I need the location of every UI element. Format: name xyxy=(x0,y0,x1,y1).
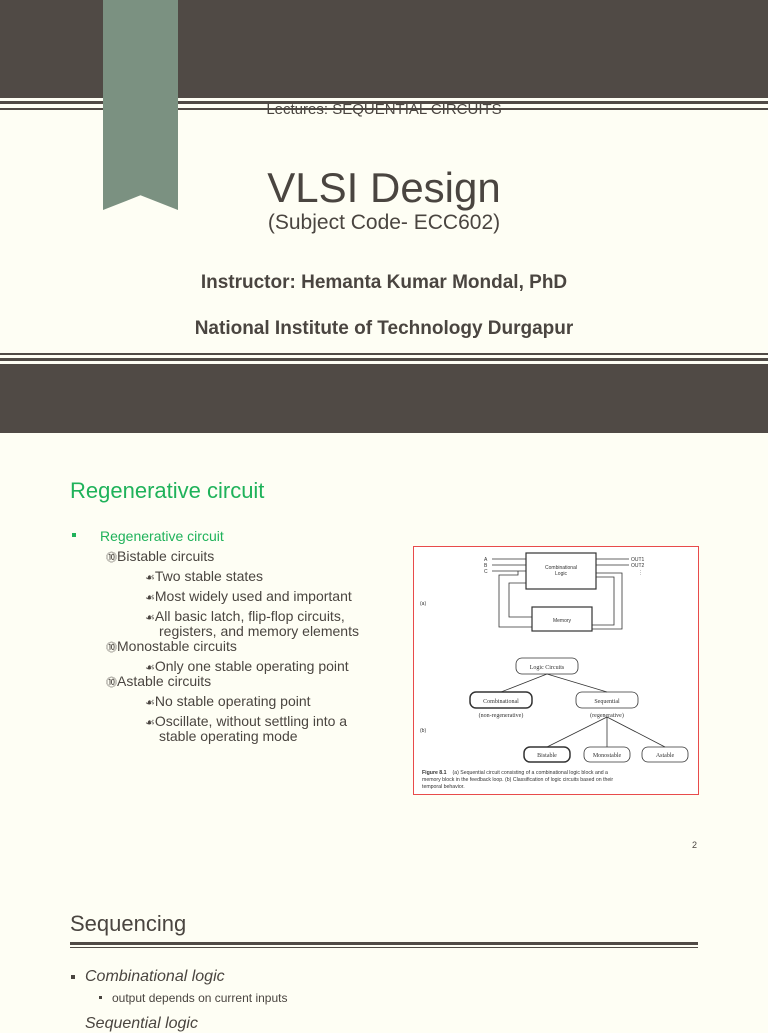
figure-diagram: A B C OUT1 OUT2 ⋮ Combinational Logic Me… xyxy=(420,552,689,790)
floral-heart-icon: ☙ xyxy=(145,572,155,584)
instructor: Instructor: Hemanta Kumar Mondal, PhD xyxy=(200,272,568,293)
label-b: (b) xyxy=(420,728,426,734)
output-label: ⋮ xyxy=(638,570,643,576)
bullet-marker xyxy=(71,975,75,979)
node-bistable: Bistable xyxy=(537,753,557,759)
node-root: Logic Circuits xyxy=(530,665,565,671)
bullet-text: Monostable circuits xyxy=(117,638,237,654)
bullet-item: stable operating mode xyxy=(159,728,298,744)
circled-ten-icon: ⓾ xyxy=(106,677,117,689)
sub-bullet: output depends on current inputs xyxy=(112,991,288,1005)
bullet-marker xyxy=(99,996,102,999)
bullet-text: stable operating mode xyxy=(159,728,298,744)
bullet-item: registers, and memory elements xyxy=(159,623,359,639)
output-label: OUT2 xyxy=(631,563,645,569)
bullet-text: Astable circuits xyxy=(117,673,212,689)
bookmark-ribbon xyxy=(103,0,178,210)
bullet-item: ⓾Bistable circuits xyxy=(106,548,214,565)
subject-code: (Subject Code- ECC602) xyxy=(267,211,501,234)
bullet-combinational: Combinational logic xyxy=(85,968,225,985)
divider xyxy=(0,358,768,361)
input-label: A xyxy=(484,557,488,563)
lecture-subtitle: Lectures: SEQUENTIAL CIRCUITS xyxy=(266,101,502,118)
caption-label: Figure 8.1 xyxy=(422,770,447,776)
memory-block-label: Memory xyxy=(553,618,572,624)
bullet-item: ⓾Monostable circuits xyxy=(106,638,237,655)
bullet-text: Most widely used and important xyxy=(154,588,352,604)
title-rule xyxy=(70,947,698,948)
divider xyxy=(0,353,768,355)
bullet-text: No stable operating point xyxy=(154,693,311,709)
bullet-item: ☙Most widely used and important xyxy=(145,588,352,604)
divider xyxy=(0,108,768,110)
node-note: (regenerative) xyxy=(590,712,624,719)
bullet-item: ☙Oscillate, without settling into a xyxy=(145,713,347,729)
node-sequential: Sequential xyxy=(594,699,620,705)
figure-8-1: A B C OUT1 OUT2 ⋮ Combinational Logic Me… xyxy=(413,546,699,795)
floral-heart-icon: ☙ xyxy=(145,697,155,709)
caption-line: memory block in the feedback loop. (b) C… xyxy=(422,777,613,783)
bullet-regenerative: Regenerative circuit xyxy=(100,528,224,544)
title-rule xyxy=(70,942,698,945)
node-combinational: Combinational xyxy=(483,699,519,705)
bullet-item: ⓾Astable circuits xyxy=(106,673,211,690)
bullet-text: All basic latch, flip-flop circuits, xyxy=(154,608,345,624)
bullet-text: Bistable circuits xyxy=(117,548,215,564)
caption-line: temporal behavior. xyxy=(422,784,465,790)
slide3-title: Sequencing xyxy=(70,911,187,936)
bullet-item: ☙Two stable states xyxy=(145,568,263,584)
bullet-sequential: Sequential logic xyxy=(85,1015,198,1032)
comb-block-label: Combinational xyxy=(545,565,577,571)
caption-line: (a) Sequential circuit consisting of a c… xyxy=(453,770,609,776)
node-note: (non-regenerative) xyxy=(479,712,524,719)
label-a: (a) xyxy=(420,601,426,607)
bullet-text: registers, and memory elements xyxy=(159,623,359,639)
bullet-item: ☙Only one stable operating point xyxy=(145,658,349,674)
divider xyxy=(0,101,768,104)
bullet-text: Oscillate, without settling into a xyxy=(154,713,348,729)
bullet-marker xyxy=(72,533,76,537)
circled-ten-icon: ⓾ xyxy=(106,552,117,564)
bullet-text: Two stable states xyxy=(154,568,264,584)
floral-heart-icon: ☙ xyxy=(145,592,155,604)
input-label: B xyxy=(484,563,488,569)
output-label: OUT1 xyxy=(631,557,645,563)
floral-heart-icon: ☙ xyxy=(145,662,155,674)
bullet-item: ☙No stable operating point xyxy=(145,693,311,709)
input-label: C xyxy=(484,569,488,575)
slide-title: VLSI Design xyxy=(267,164,501,211)
bottom-band xyxy=(0,364,768,433)
floral-heart-icon: ☙ xyxy=(145,612,155,624)
circled-ten-icon: ⓾ xyxy=(106,642,117,654)
page-number: 2 xyxy=(692,840,698,850)
bullet-text: Only one stable operating point xyxy=(154,658,349,674)
svg-text:Figure 8.1(a) Sequential circu: Figure 8.1 (a) Sequential circuit consist… xyxy=(422,770,608,776)
slide2-title: Regenerative circuit xyxy=(70,478,265,503)
institute: National Institute of Technology Durgapu… xyxy=(194,318,574,339)
floral-heart-icon: ☙ xyxy=(145,717,155,729)
comb-block-label: Logic xyxy=(555,571,567,577)
bullet-item: ☙All basic latch, flip-flop circuits, xyxy=(145,608,345,624)
node-monostable: Monostable xyxy=(593,753,622,759)
node-astable: Astable xyxy=(656,753,675,759)
